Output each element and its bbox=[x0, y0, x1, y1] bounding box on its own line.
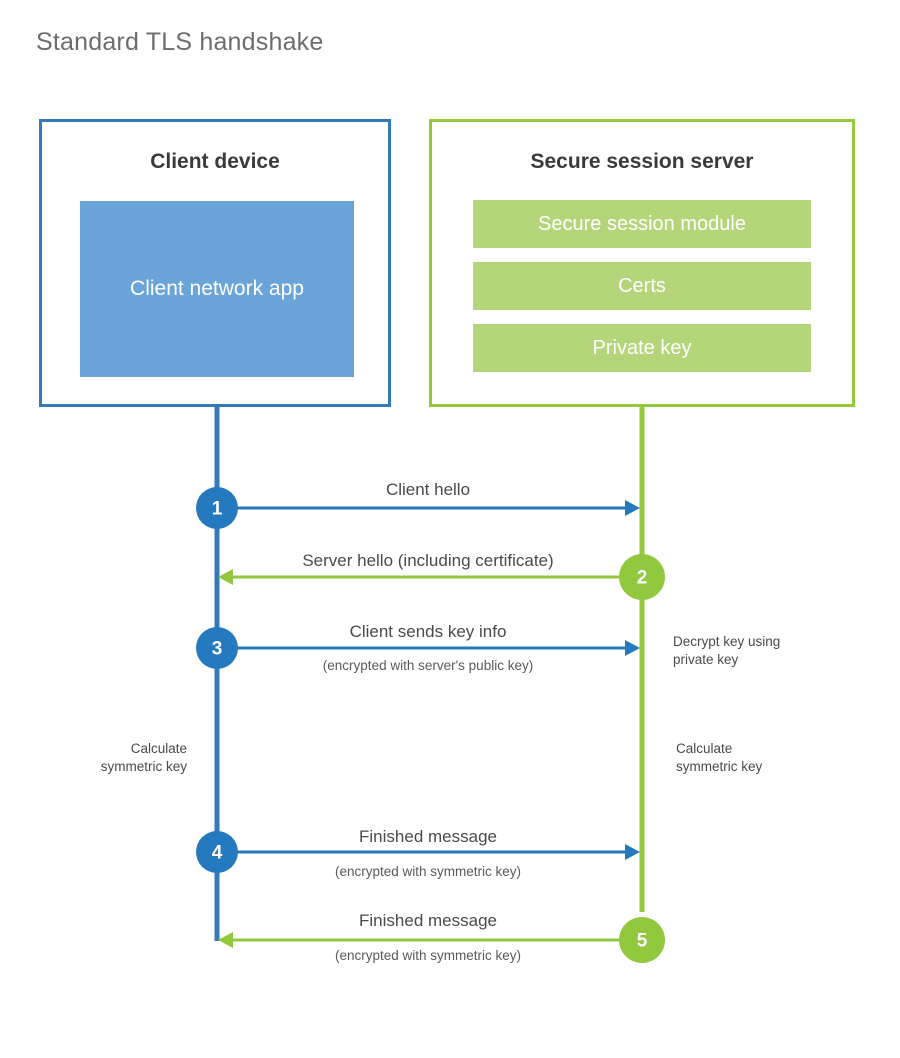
page-title: Standard TLS handshake bbox=[36, 28, 324, 56]
decrypt-key-note: Decrypt key using private key bbox=[673, 634, 780, 667]
server-calc-note-line2: symmetric key bbox=[676, 759, 763, 774]
step-3-label: Client sends key info bbox=[350, 622, 507, 641]
client-calculate-symmetric-key-note: Calculate symmetric key bbox=[101, 741, 188, 774]
client-device-title: Client device bbox=[150, 150, 280, 173]
step-4-number: 4 bbox=[212, 843, 223, 864]
step-3-number: 3 bbox=[212, 639, 223, 660]
step-2-badge bbox=[619, 554, 665, 600]
secure-session-server-title: Secure session server bbox=[530, 150, 754, 173]
step-5-badge bbox=[619, 917, 665, 963]
step-1-number: 1 bbox=[212, 499, 223, 520]
step-5-arrowhead bbox=[218, 932, 233, 948]
step-5-number: 5 bbox=[637, 931, 648, 952]
client-network-app-box: Client network app bbox=[80, 201, 354, 377]
client-device-box: Client device Client network app bbox=[39, 119, 391, 407]
step-4-arrowhead bbox=[625, 844, 640, 860]
step-4-badge bbox=[196, 831, 238, 873]
server-module-secure-session: Secure session module bbox=[473, 200, 811, 248]
secure-session-server-box: Secure session server Secure session mod… bbox=[429, 119, 855, 407]
step-4-label: Finished message bbox=[359, 827, 497, 846]
step-1-badge bbox=[196, 487, 238, 529]
step-5-label: Finished message bbox=[359, 911, 497, 930]
step-2-number: 2 bbox=[637, 568, 648, 589]
step-2-group: Server hello (including certificate) 2 bbox=[218, 551, 665, 600]
step-3-sublabel: (encrypted with server's public key) bbox=[323, 658, 533, 673]
client-calc-note-line1: Calculate bbox=[131, 741, 187, 756]
step-4-sublabel: (encrypted with symmetric key) bbox=[335, 864, 521, 879]
decrypt-key-note-line1: Decrypt key using bbox=[673, 634, 780, 649]
server-module-list: Secure session module Certs Private key bbox=[473, 200, 811, 372]
step-1-arrowhead bbox=[625, 500, 640, 516]
step-2-label: Server hello (including certificate) bbox=[302, 551, 553, 570]
step-3-badge bbox=[196, 627, 238, 669]
step-2-arrowhead bbox=[218, 569, 233, 585]
step-1-label: Client hello bbox=[386, 480, 470, 499]
server-calculate-symmetric-key-note: Calculate symmetric key bbox=[676, 741, 763, 774]
step-4-group: Finished message 4 (encrypted with symme… bbox=[196, 827, 640, 879]
step-5-group: Finished message 5 (encrypted with symme… bbox=[218, 911, 665, 963]
decrypt-key-note-line2: private key bbox=[673, 652, 739, 667]
server-module-certs: Certs bbox=[473, 262, 811, 310]
step-3-arrowhead bbox=[625, 640, 640, 656]
client-calc-note-line2: symmetric key bbox=[101, 759, 188, 774]
server-calc-note-line1: Calculate bbox=[676, 741, 732, 756]
step-5-sublabel: (encrypted with symmetric key) bbox=[335, 948, 521, 963]
step-1-group: Client hello 1 bbox=[196, 480, 640, 529]
server-module-private-key: Private key bbox=[473, 324, 811, 372]
step-3-group: Client sends key info 3 (encrypted with … bbox=[196, 622, 640, 673]
